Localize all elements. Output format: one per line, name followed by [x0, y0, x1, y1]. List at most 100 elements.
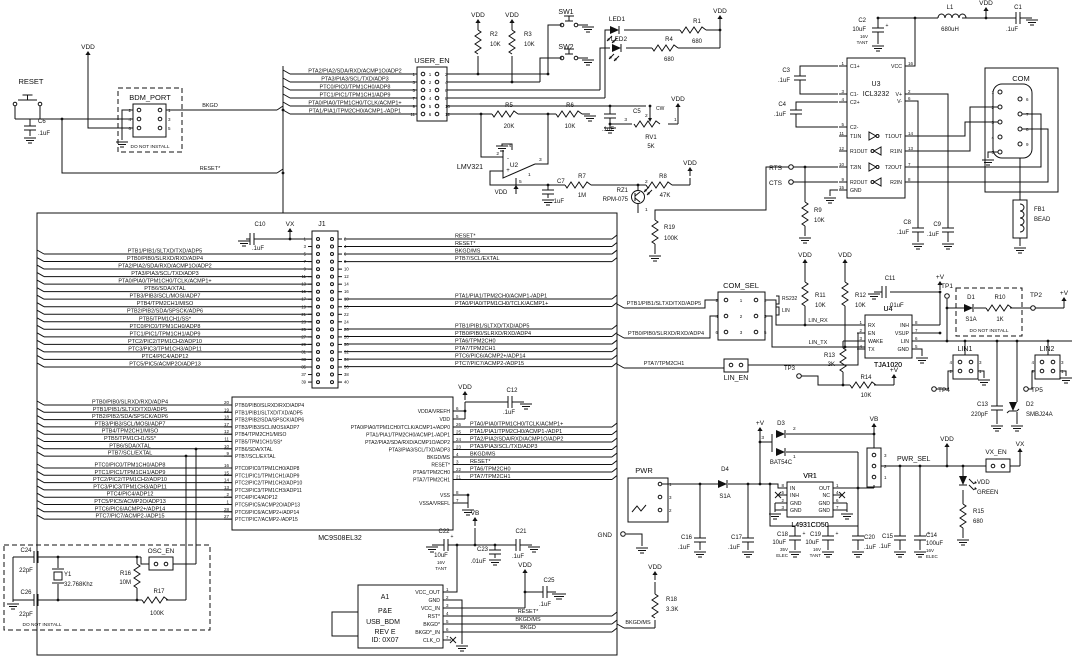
diode-LED1	[610, 26, 619, 34]
label-R1: R1	[693, 19, 701, 25]
j1-pin	[330, 237, 334, 241]
value-R19: 100K	[664, 236, 678, 242]
bus-tick	[611, 249, 618, 255]
bus-tick	[36, 294, 45, 300]
junction-dot	[856, 486, 860, 490]
com-pin	[997, 104, 1003, 110]
wire	[795, 114, 838, 128]
lin2-header-num: 2	[1031, 369, 1034, 374]
label-C1: C1	[1014, 5, 1022, 11]
net-label-j1-right-nets-c-4: PTC6/PIC6/ACMP2+/ADP14	[455, 354, 525, 360]
bus-tick	[36, 257, 45, 262]
net-label-u1-left-nets-b-3: PTB3/PIB3/SCL/MOSI/ADP7	[95, 421, 166, 427]
U3-pin-label: V+	[896, 92, 903, 98]
label-C25: C25	[543, 578, 555, 584]
junction-dot	[56, 598, 60, 602]
junction-dot	[898, 464, 902, 468]
wire	[801, 375, 843, 386]
j1-num: 29	[301, 342, 306, 347]
led-ray-LED1	[612, 40, 615, 43]
wire	[276, 105, 284, 111]
label-R17: R17	[153, 589, 165, 595]
net-label-u1-right-nets-5: RESET*	[470, 459, 491, 465]
wire	[728, 483, 787, 489]
value-C7: .1uF	[552, 199, 564, 205]
user-en-header-pin	[434, 103, 440, 109]
U4-pin-label: INH	[900, 323, 909, 329]
junction-dot	[945, 306, 949, 310]
U4-title: TJA1020	[874, 362, 902, 369]
value-C17: .1uF	[728, 545, 740, 551]
label-COM: COM	[1012, 74, 1030, 83]
U3-pin-label: T1OUT	[885, 134, 903, 140]
junction-dot	[608, 122, 612, 126]
wire	[829, 189, 838, 196]
label-C15: C15	[882, 534, 894, 540]
U1-pin-num: 18	[224, 415, 230, 420]
net-label-u1-left-nets-c-3: PTC3/PIC3/TPM1CH3/ADP11	[93, 484, 167, 490]
net-label-j1-left-nets-1: PTB0/PIB0/SLRXD/RXD/ADP4	[127, 256, 203, 262]
user-en-header-pin	[434, 71, 440, 77]
user-en-header-pin	[420, 79, 426, 85]
j1-num: 23	[301, 319, 306, 324]
com-pin	[997, 89, 1003, 95]
com-sel-header-num: 1	[764, 298, 767, 303]
net-a1-bkgdms: BKGD/MS	[515, 617, 541, 623]
resistor-R17	[141, 596, 169, 604]
junction-dot	[803, 165, 807, 169]
power-label-VB: VB	[471, 510, 480, 517]
value-C22-v: 16V	[437, 560, 445, 565]
bus-tick	[611, 422, 618, 428]
label-FB1: FB1	[1034, 207, 1046, 213]
U1-pin-num: 26	[456, 422, 462, 427]
U4-pin-label: EN	[868, 331, 875, 337]
opamp-minus: -	[507, 156, 509, 162]
junction-dot	[872, 432, 876, 436]
com-pin-num: 9	[1026, 142, 1029, 147]
lin1-header-num: 2	[949, 369, 952, 374]
bus-tick	[36, 514, 45, 520]
bus-tick	[282, 109, 291, 115]
wire	[905, 128, 1049, 183]
bus-tick	[36, 332, 45, 338]
resistor-R6	[555, 110, 583, 118]
j1-pin	[330, 365, 334, 370]
rz1-photosensor	[634, 197, 641, 203]
wire	[616, 623, 625, 629]
label-RTS: RTS	[769, 165, 783, 172]
label-R12: R12	[855, 293, 867, 299]
label-C18: C18	[777, 532, 789, 538]
VR1-pin-num: 4	[836, 490, 839, 495]
lin-en-jumper-pin	[728, 362, 734, 368]
U4-pin-label: LIN	[901, 339, 909, 345]
bus-tick	[36, 287, 45, 293]
u2-opamp-triangle	[502, 150, 536, 179]
user-en-header-num: 12	[445, 112, 451, 117]
A1-title: A1	[381, 594, 390, 601]
bdm-header-num: 5	[168, 126, 171, 131]
testpoint-CTS	[788, 179, 794, 185]
bus-tick	[36, 470, 45, 476]
value-C16: .1uF	[678, 545, 690, 551]
VR1-pin-label: GND	[790, 508, 802, 514]
label-C16: C16	[681, 535, 693, 541]
junction-dot	[466, 493, 470, 497]
bus-tick	[611, 234, 618, 240]
pwr-sel-header-pin	[871, 452, 877, 458]
bus-tick	[36, 302, 45, 308]
U4-pin-num: 1	[859, 320, 862, 325]
junction-dot	[493, 543, 497, 547]
com-pin	[1017, 141, 1023, 147]
note-bdm-dni: DO NOT INSTALL	[130, 144, 169, 150]
lin2-header-pin	[1039, 359, 1045, 365]
j1-pin	[330, 357, 334, 362]
wire	[489, 170, 548, 186]
label-u2-vdd: VDD	[495, 190, 508, 196]
bus-tick	[282, 93, 291, 99]
value-C9: .1uF	[927, 232, 939, 238]
label-TP3: TP3	[784, 366, 796, 372]
lin-en-jumper-pin	[738, 362, 744, 368]
junction-dot	[945, 464, 949, 468]
wire	[624, 299, 718, 309]
U3-pin-label: C1-	[850, 92, 859, 98]
